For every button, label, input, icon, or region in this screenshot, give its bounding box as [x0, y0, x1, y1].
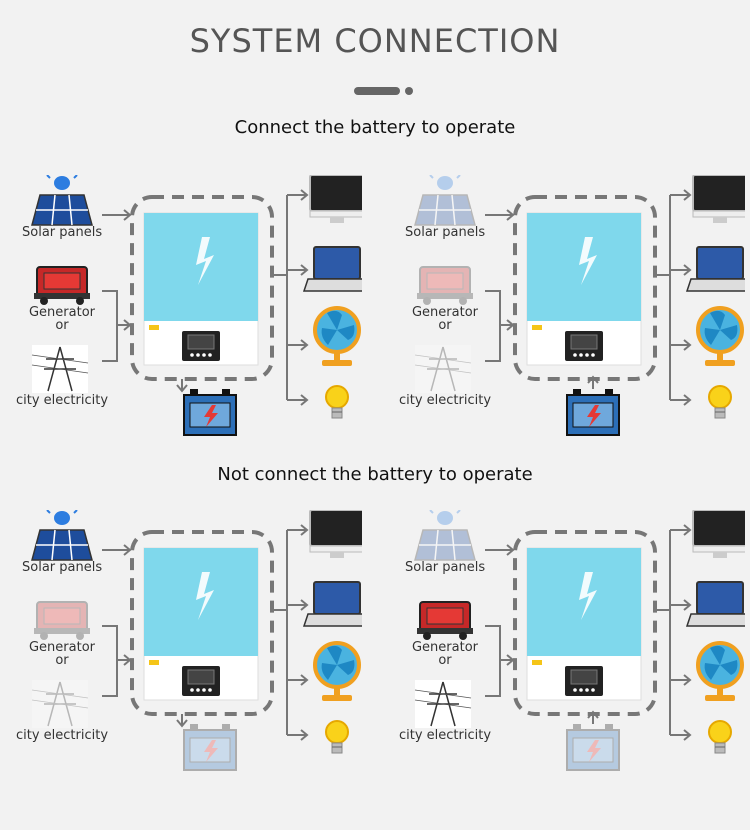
fan-icon	[313, 306, 361, 366]
laptop-icon	[685, 581, 745, 627]
inverter	[143, 212, 259, 366]
output-arrows	[655, 524, 692, 741]
inverter-dashed-frame	[513, 530, 657, 716]
inverter	[526, 547, 642, 701]
heading-without-battery: Not connect the battery to operate	[217, 464, 533, 485]
battery-icon	[183, 724, 237, 771]
input-arrows	[485, 209, 515, 362]
power-tower-icon	[414, 680, 472, 728]
monitor-icon	[692, 175, 745, 223]
fan-icon	[313, 641, 361, 701]
title-dot	[405, 87, 413, 95]
heading-with-battery: Connect the battery to operate	[234, 117, 516, 138]
generator-icon	[34, 266, 90, 305]
input-arrows	[102, 544, 132, 697]
or-label: or	[438, 653, 452, 668]
laptop-icon	[302, 581, 362, 627]
inverter-dashed-frame	[130, 195, 274, 381]
input-arrows	[102, 209, 132, 362]
city-electricity-label: city electricity	[15, 728, 109, 743]
generator-label: Generator	[28, 640, 95, 655]
battery-arrow	[587, 710, 599, 724]
laptop-icon	[685, 246, 745, 292]
solar-panel-icon	[414, 175, 476, 226]
battery-flow-arrowhead	[587, 375, 599, 384]
light-bulb-icon	[708, 720, 732, 754]
battery-flow-arrowhead	[176, 384, 188, 393]
battery-arrow	[176, 379, 188, 393]
monitor-icon	[309, 510, 362, 558]
monitor-icon	[692, 510, 745, 558]
solar-panels-label: Solar panels	[405, 225, 486, 240]
city-electricity-label: city electricity	[398, 728, 492, 743]
generator-label: Generator	[28, 305, 95, 320]
battery-arrow	[176, 714, 188, 728]
solar-panels-label: Solar panels	[22, 560, 103, 575]
light-bulb-icon	[325, 720, 349, 754]
page-title: SYSTEM CONNECTION	[189, 22, 561, 60]
inverter-dashed-frame	[513, 195, 657, 381]
battery-arrow	[587, 375, 599, 389]
solar-panel-icon	[31, 175, 93, 226]
fan-icon	[696, 641, 744, 701]
laptop-icon	[302, 246, 362, 292]
inverter	[526, 212, 642, 366]
battery-icon	[566, 724, 620, 771]
or-label: or	[438, 318, 452, 333]
connection-panel-grid-generator-only: Solar panels Generator or city electrici…	[399, 510, 745, 810]
connection-panel-battery-charging: Solar panels Generator or city electrici…	[16, 175, 362, 475]
or-label: or	[55, 318, 69, 333]
light-bulb-icon	[708, 385, 732, 419]
or-label: or	[55, 653, 69, 668]
connection-panel-battery-discharging: Solar panels Generator or city electrici…	[399, 175, 745, 475]
output-arrows	[655, 189, 692, 406]
power-tower-icon	[414, 345, 472, 393]
battery-icon	[183, 389, 237, 436]
input-arrows	[485, 544, 515, 697]
generator-label: Generator	[411, 305, 478, 320]
title-underline	[354, 87, 400, 95]
city-electricity-label: city electricity	[398, 393, 492, 408]
output-arrows	[272, 524, 309, 741]
battery-icon	[566, 389, 620, 436]
generator-label: Generator	[411, 640, 478, 655]
connection-panel-solar-only: Solar panels Generator or city electrici…	[16, 510, 362, 810]
output-arrows	[272, 189, 309, 406]
inverter	[143, 547, 259, 701]
solar-panel-icon	[31, 510, 93, 561]
generator-icon	[417, 266, 473, 305]
inverter-dashed-frame	[130, 530, 274, 716]
solar-panel-icon	[414, 510, 476, 561]
battery-flow-arrowhead	[587, 710, 599, 719]
fan-icon	[696, 306, 744, 366]
generator-icon	[417, 601, 473, 640]
city-electricity-label: city electricity	[15, 393, 109, 408]
light-bulb-icon	[325, 385, 349, 419]
solar-panels-label: Solar panels	[22, 225, 103, 240]
battery-flow-arrowhead	[176, 719, 188, 728]
monitor-icon	[309, 175, 362, 223]
power-tower-icon	[31, 680, 89, 728]
power-tower-icon	[31, 345, 89, 393]
generator-icon	[34, 601, 90, 640]
solar-panels-label: Solar panels	[405, 560, 486, 575]
